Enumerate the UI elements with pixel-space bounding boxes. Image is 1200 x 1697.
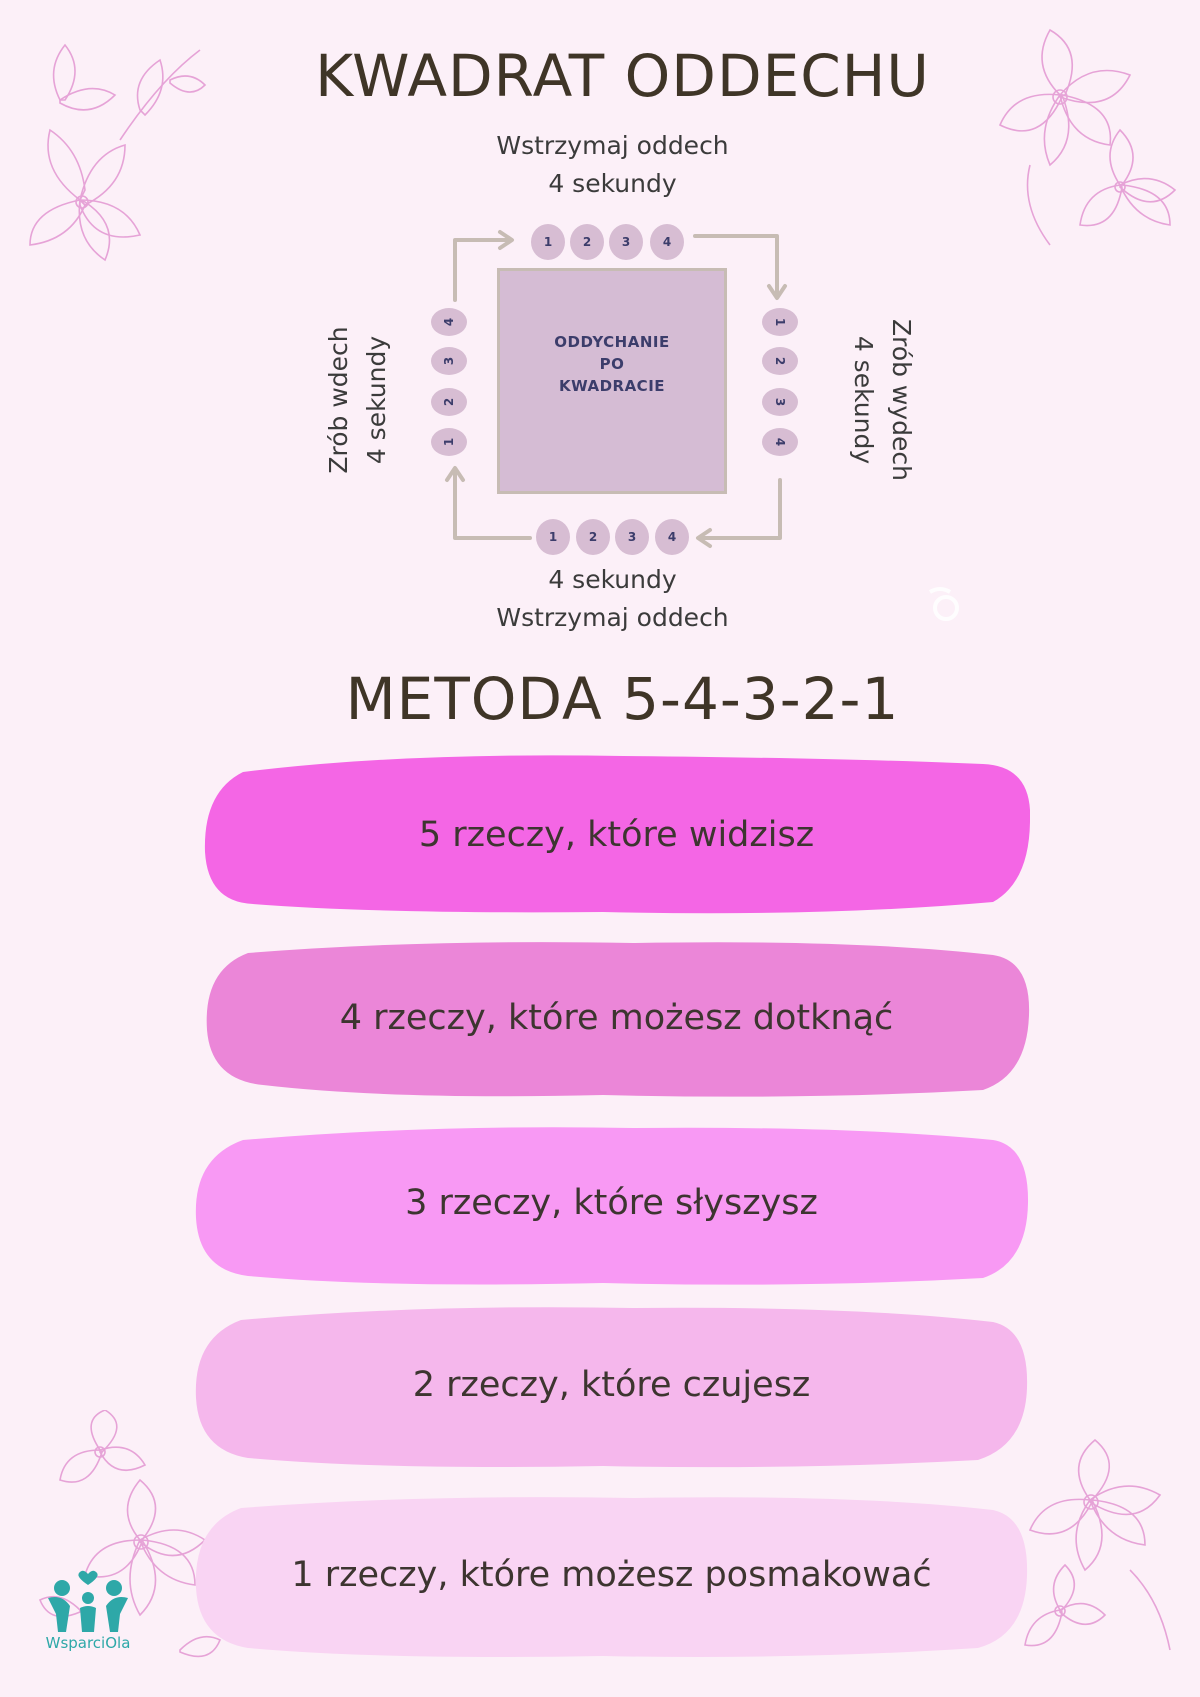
method-title: METODA 5-4-3-2-1 [345,665,900,733]
count-bottom-4: 4 [655,519,689,555]
count-right-4: 4 [762,428,798,456]
method-item-2: 2 rzeczy, które czujesz [193,1300,1030,1470]
brush-background [204,755,1030,914]
count-right-3: 3 [762,388,798,416]
watermark-icon [928,587,959,621]
brush-background [195,1127,1029,1285]
count-right-2: 2 [762,347,798,375]
center-label-line-3: KWADRACIE [558,377,666,395]
count-bottom-1: 1 [536,519,570,555]
brush-background [195,1497,1028,1657]
label-hold-top: Wstrzymaj oddech 4 sekundy [496,131,729,198]
flower-decoration-top-left [29,43,207,262]
method-item-3: 3 rzeczy, które słyszysz [193,1118,1030,1288]
brand-logo-text: WsparciOla [45,1634,131,1652]
family-logo-icon [48,1570,128,1632]
center-label-line-1: ODDYCHANIE [554,333,670,351]
count-left-4: 4 [431,308,467,336]
count-left-2: 2 [431,388,467,416]
count-bottom-2: 2 [576,519,610,555]
count-left-3: 3 [431,347,467,375]
label-exhale: Zrób wydech 4 sekundy [849,318,916,482]
count-right-1: 1 [762,308,798,336]
flower-decoration-bottom-right [1024,1438,1171,1651]
method-item-5: 5 rzeczy, które widzisz [203,752,1030,917]
method-item-4: 4 rzeczy, które możesz dotknąć [203,935,1030,1100]
method-item-2-text: 2 rzeczy, które czujesz [412,1365,811,1405]
method-item-3-text: 3 rzeczy, które słyszysz [405,1183,818,1223]
page-title: KWADRAT ODDECHU [315,42,930,110]
method-item-1-text: 1 rzeczy, które możesz posmakować [291,1555,932,1595]
method-item-1: 1 rzeczy, które możesz posmakować [193,1490,1030,1660]
count-top-1: 1 [531,224,565,260]
count-top-3: 3 [609,224,643,260]
count-top-2: 2 [570,224,604,260]
flower-decoration-top-right [998,28,1177,246]
count-bottom-3: 3 [615,519,649,555]
breathing-square-arrows [445,230,787,548]
count-left-1: 1 [431,428,467,456]
method-item-4-text: 4 rzeczy, które możesz dotknąć [339,997,894,1038]
count-top-4: 4 [650,224,684,260]
brush-background [206,942,1030,1097]
method-item-5-text: 5 rzeczy, które widzisz [418,814,815,855]
brand-logo: WsparciOla [38,1568,138,1668]
center-label-line-2: PO [599,355,625,373]
flower-decoration-bottom-left [38,1410,222,1658]
label-hold-bottom: 4 sekundy Wstrzymaj oddech [496,565,729,632]
breathing-square-center: ODDYCHANIE PO KWADRACIE [497,268,727,494]
label-inhale: Zrób wdech 4 sekundy [324,326,391,474]
brush-background [195,1307,1028,1468]
